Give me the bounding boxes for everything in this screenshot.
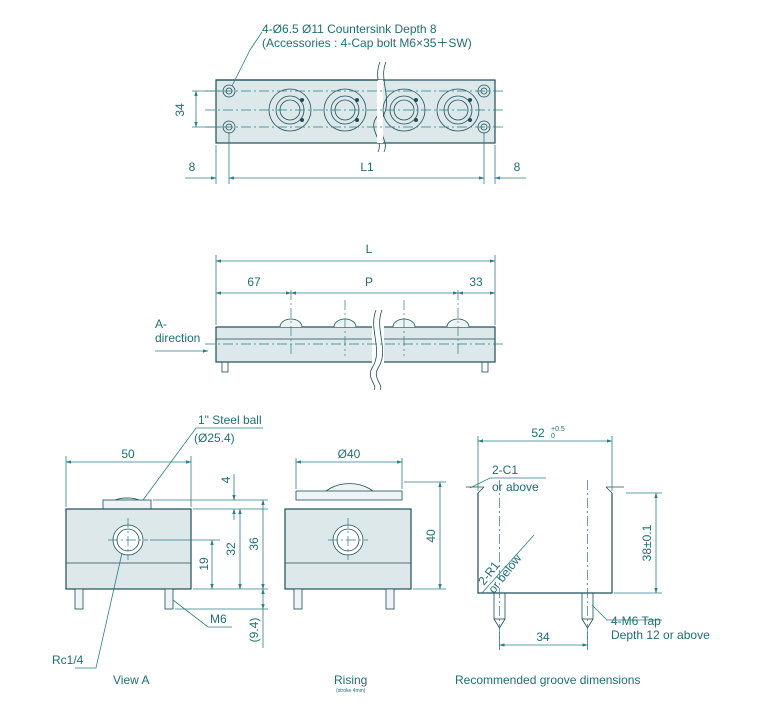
dim-52-tol-lower: 0 [551, 433, 555, 440]
dim-dia40-label: Ø40 [338, 447, 361, 461]
rising-title: Rising [334, 673, 367, 687]
groove-title: Recommended groove dimensions [455, 673, 640, 687]
direction-label-line2: direction [155, 331, 200, 345]
direction-label-line1: A- [155, 317, 167, 331]
bolt [385, 588, 395, 610]
dim-right-label: 8 [514, 160, 521, 174]
bolt [221, 361, 229, 373]
steel-ball-dia: (Ø25.4) [194, 431, 235, 445]
tap-note-line2: Depth 12 or above [611, 628, 710, 642]
ball-cap [279, 318, 303, 328]
ball-cap [446, 318, 470, 328]
dim-34-label: 34 [173, 103, 187, 117]
dim-9.4-label: (9.4) [247, 618, 261, 643]
dim-left-label: 8 [189, 160, 196, 174]
front-view: L 67 P 33 A- direction [155, 242, 505, 391]
dim-4-label: 4 [219, 476, 233, 483]
rising-subtitle: (stroke 4mm) [336, 688, 366, 694]
dim-l-label: L [366, 242, 373, 256]
bolt [481, 361, 489, 373]
front-view-body [215, 326, 496, 363]
view-a-title: View A [113, 673, 149, 687]
dim-52-tol-upper: +0.5 [551, 426, 565, 433]
dim-52-label: 52 [531, 426, 545, 440]
dim-40-label: 40 [424, 529, 438, 543]
dim-67-label: 67 [247, 275, 261, 289]
dim-34-groove-label: 34 [536, 630, 550, 644]
bolt [74, 588, 84, 610]
thread-label: M6 [210, 612, 227, 626]
dim-19-label: 19 [197, 557, 211, 571]
dim-32-label: 32 [224, 542, 238, 556]
dim-33-label: 33 [469, 275, 483, 289]
port-label: Rc1/4 [52, 653, 84, 667]
dim-50-label: 50 [121, 447, 135, 461]
chamfer-note-line1: 2-C1 [492, 463, 518, 477]
hole-note-line2: (Accessories : 4-Cap bolt M6×35＋SW) [262, 36, 472, 50]
hole-note-line1: 4-Ø6.5 Ø11 Countersink Depth 8 [262, 22, 437, 36]
dim-38-label: 38±0.1 [640, 524, 654, 561]
top-view: 4-Ø6.5 Ø11 Countersink Depth 8 (Accessor… [173, 22, 526, 184]
rising-view: Ø40 40 Rising (stroke 4mm) [284, 447, 446, 694]
front-view-break-line [369, 309, 377, 391]
bolt [164, 588, 174, 610]
tap-note-line1: 4-M6 Tap [611, 614, 661, 628]
dim-p-label: P [365, 275, 373, 289]
chamfer-note-line2: or above [492, 480, 539, 494]
groove-view: 52 +0.5 0 2-C1 or above 2-R1 or below 38… [455, 426, 710, 687]
dim-l1-label: L1 [360, 160, 374, 174]
steel-ball-label: 1" Steel ball [198, 413, 262, 427]
bolt [293, 588, 303, 610]
groove-outline [477, 493, 613, 594]
dim-36-label: 36 [247, 537, 261, 551]
view-a: 1" Steel ball (Ø25.4) 50 4 19 32 36 (9.4… [52, 413, 268, 687]
